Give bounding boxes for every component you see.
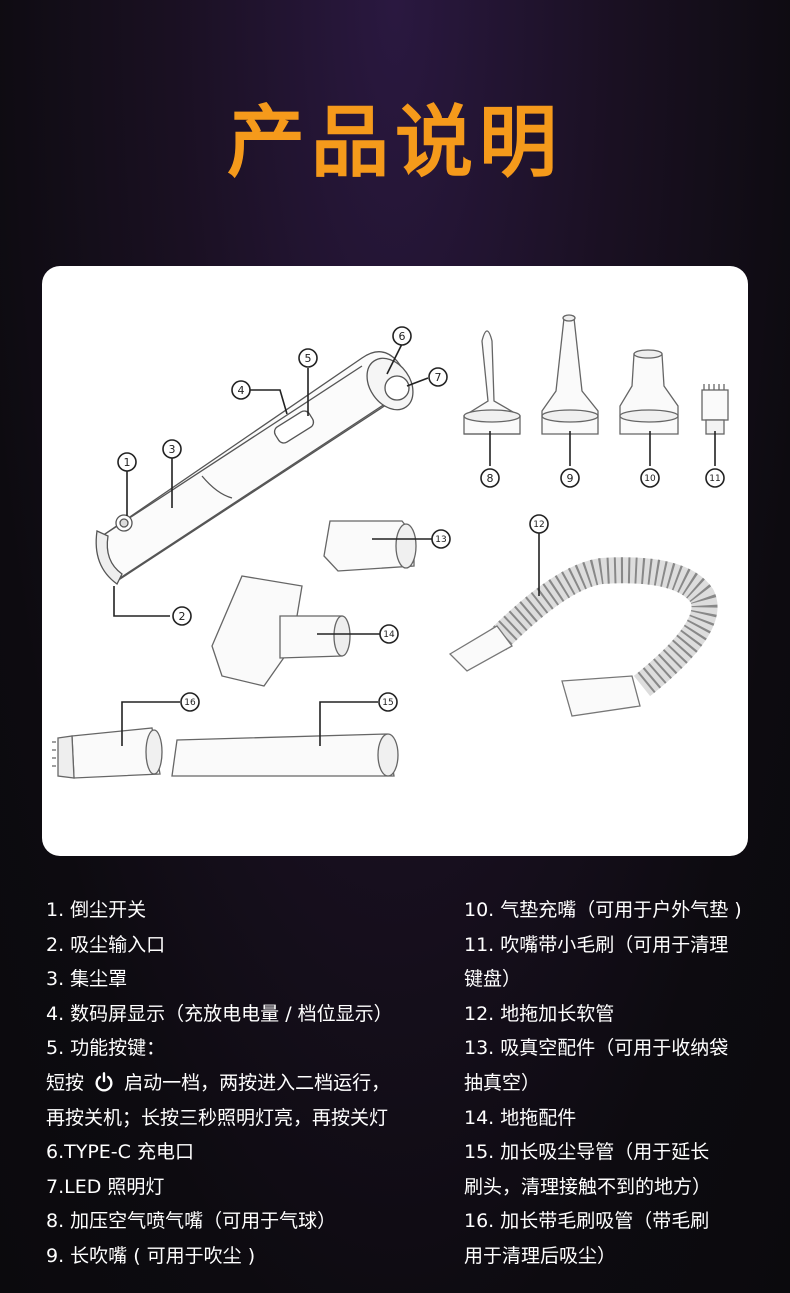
callout-6: 6	[399, 330, 406, 343]
legend-item-15-cont: 刷头，清理接触不到的地方）	[464, 1175, 712, 1198]
accessory-14	[211, 575, 351, 687]
callout-circles	[117, 326, 725, 712]
diagram-drawing: 1 2 3 4 5 6 7 8 9 10 11 12 13 14 15 16	[52, 314, 729, 779]
callout-12: 12	[533, 520, 544, 530]
product-diagram: 1 2 3 4 5 6 7 8 9 10 11 12 13 14 15 16	[42, 266, 748, 856]
legend-item-5-detail-2: 再按关机；长按三秒照明灯亮，再按关灯	[46, 1106, 389, 1129]
callout-8: 8	[487, 472, 494, 485]
callout-13: 13	[435, 535, 446, 545]
legend-item-8: 8. 加压空气喷气嘴（可用于气球）	[46, 1210, 337, 1233]
callout-11: 11	[709, 474, 720, 484]
callout-10: 10	[644, 474, 656, 484]
callout-15: 15	[382, 698, 393, 708]
callout-3: 3	[169, 443, 176, 456]
legend-item-6: 6.TYPE-C 充电口	[46, 1141, 194, 1164]
vacuum-body	[95, 351, 414, 585]
legend-item-16: 16. 加长带毛刷吸管（带毛刷	[464, 1210, 710, 1233]
callout-14: 14	[383, 630, 395, 640]
legend-item-5-detail-1: 短按 启动一档，两按进入二档运行，	[46, 1066, 456, 1101]
legend-item-9: 9. 长吹嘴 ( 可用于吹尘 )	[46, 1244, 256, 1267]
legend-item-3: 3. 集尘罩	[46, 968, 128, 991]
accessory-13	[323, 520, 417, 572]
callout-4: 4	[238, 384, 245, 397]
legend-item-16-cont: 用于清理后吸尘）	[464, 1244, 617, 1267]
legend-item-7: 7.LED 照明灯	[46, 1175, 165, 1198]
leader-lines	[113, 343, 716, 746]
detail-prefix: 短按	[46, 1071, 85, 1094]
callout-16: 16	[184, 698, 196, 708]
legend-item-14: 14. 地拖配件	[464, 1106, 577, 1129]
callout-2: 2	[179, 610, 186, 623]
accessory-11	[701, 384, 729, 435]
legend-right: 10. 气垫充嘴（可用于户外气垫 ) 11. 吹嘴带小毛刷（可用于清理 键盘） …	[464, 893, 774, 1274]
accessory-10	[619, 349, 679, 435]
callout-1: 1	[124, 456, 131, 469]
legend-left: 1. 倒尘开关 2. 吸尘输入口 3. 集尘罩 4. 数码屏显示（充放电电量 /…	[46, 893, 456, 1274]
legend-item-13-cont: 抽真空）	[464, 1071, 541, 1094]
accessory-12-hose	[448, 557, 718, 717]
legend-item-4: 4. 数码屏显示（充放电电量 / 档位显示）	[46, 1002, 393, 1025]
legend-item-2: 2. 吸尘输入口	[46, 933, 166, 956]
legend-item-11-cont: 键盘）	[464, 968, 522, 991]
page-title: 产品说明	[226, 98, 563, 188]
legend-item-10: 10. 气垫充嘴（可用于户外气垫 )	[464, 899, 742, 921]
legend-item-5: 5. 功能按键：	[46, 1037, 166, 1060]
legend-item-13: 13. 吸真空配件（可用于收纳袋	[464, 1037, 729, 1060]
legend-item-11: 11. 吹嘴带小毛刷（可用于清理	[464, 933, 729, 956]
callout-7: 7	[435, 371, 442, 384]
callout-numbers: 1 2 3 4 5 6 7 8 9 10 11 12 13 14 15 16	[124, 330, 721, 708]
legend-item-1: 1. 倒尘开关	[46, 899, 147, 921]
accessory-16	[52, 727, 163, 779]
accessory-9	[541, 314, 599, 435]
callout-9: 9	[567, 472, 574, 485]
callout-5: 5	[305, 352, 312, 365]
accessory-8	[463, 330, 521, 435]
legend-item-15: 15. 加长吸尘导管（用于延长	[464, 1141, 710, 1164]
detail-suffix: 启动一档，两按进入二档运行，	[124, 1071, 391, 1094]
power-icon	[95, 1072, 113, 1092]
accessory-15	[171, 733, 399, 777]
legend-item-12: 12. 地拖加长软管	[464, 1002, 615, 1025]
